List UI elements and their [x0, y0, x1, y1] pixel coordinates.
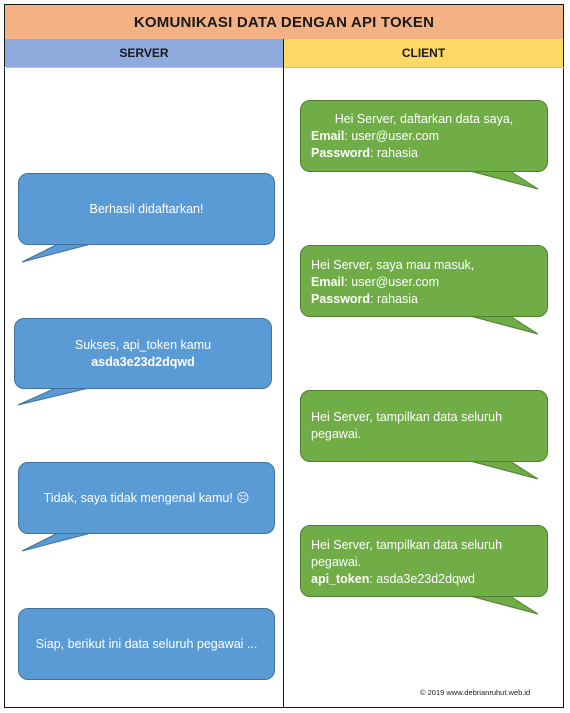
client-bubble-1: Hei Server, daftarkan data saya, Email: …	[300, 100, 548, 172]
server-bubble-2-line1: Sukses, api_token kamu	[74, 337, 212, 352]
client-bubble-1-line1: Hei Server, daftarkan data saya,	[334, 112, 514, 126]
server-bubble-4: Siap, berikut ini data seluruh pegawai .…	[18, 608, 275, 680]
server-bubble-2-token: asda3e23d2dqwd	[91, 354, 195, 369]
server-column-header: SERVER	[5, 39, 283, 67]
server-bubble-3-text: Tidak, saya tidak mengenal kamu! ☹	[43, 490, 250, 505]
client-bubble-2-line1: Hei Server, saya mau masuk,	[311, 258, 475, 272]
client-bubble-4-line2: pegawai.	[311, 555, 362, 569]
client-bubble-4-token: api_token: asda3e23d2dqwd	[311, 571, 537, 588]
header-rule	[4, 67, 564, 68]
client-bubble-1-password: Password: rahasia	[311, 145, 537, 162]
email-value: : user@user.com	[344, 275, 440, 289]
server-bubble-2: Sukses, api_token kamu asda3e23d2dqwd	[14, 318, 272, 389]
client-bubble-2-password: Password: rahasia	[311, 291, 537, 308]
client-bubble-2-email: Email: user@user.com	[311, 274, 537, 291]
client-bubble-2: Hei Server, saya mau masuk, Email: user@…	[300, 245, 548, 317]
title-bar: KOMUNIKASI DATA DENGAN API TOKEN	[4, 4, 564, 40]
password-value: : rahasia	[370, 146, 419, 160]
api-token-value: : asda3e23d2dqwd	[369, 572, 476, 586]
diagram-title: KOMUNIKASI DATA DENGAN API TOKEN	[133, 13, 435, 31]
copyright-footer: © 2019 www.debrianruhut.web.id	[420, 688, 531, 697]
client-bubble-4: Hei Server, tampilkan data seluruh pegaw…	[300, 525, 548, 597]
client-bubble-3: Hei Server, tampilkan data seluruh pegaw…	[300, 390, 548, 462]
email-label: Email	[311, 129, 345, 143]
server-bubble-1-text: Berhasil didaftarkan!	[89, 201, 204, 216]
password-label: Password	[311, 292, 371, 306]
column-divider	[283, 39, 284, 707]
client-bubble-4-line1: Hei Server, tampilkan data seluruh	[311, 538, 503, 552]
password-label: Password	[311, 146, 371, 160]
client-column-header: CLIENT	[284, 39, 563, 67]
client-bubble-1-email: Email: user@user.com	[311, 128, 537, 145]
email-value: : user@user.com	[344, 129, 440, 143]
server-bubble-3: Tidak, saya tidak mengenal kamu! ☹	[18, 462, 275, 534]
password-value: : rahasia	[370, 292, 419, 306]
client-bubble-3-line2: pegawai.	[311, 427, 362, 441]
server-bubble-1: Berhasil didaftarkan!	[18, 173, 275, 245]
api-token-label: api_token	[311, 572, 370, 586]
client-bubble-3-line1: Hei Server, tampilkan data seluruh	[311, 410, 503, 424]
email-label: Email	[311, 275, 345, 289]
server-bubble-4-text: Siap, berikut ini data seluruh pegawai .…	[35, 636, 258, 651]
